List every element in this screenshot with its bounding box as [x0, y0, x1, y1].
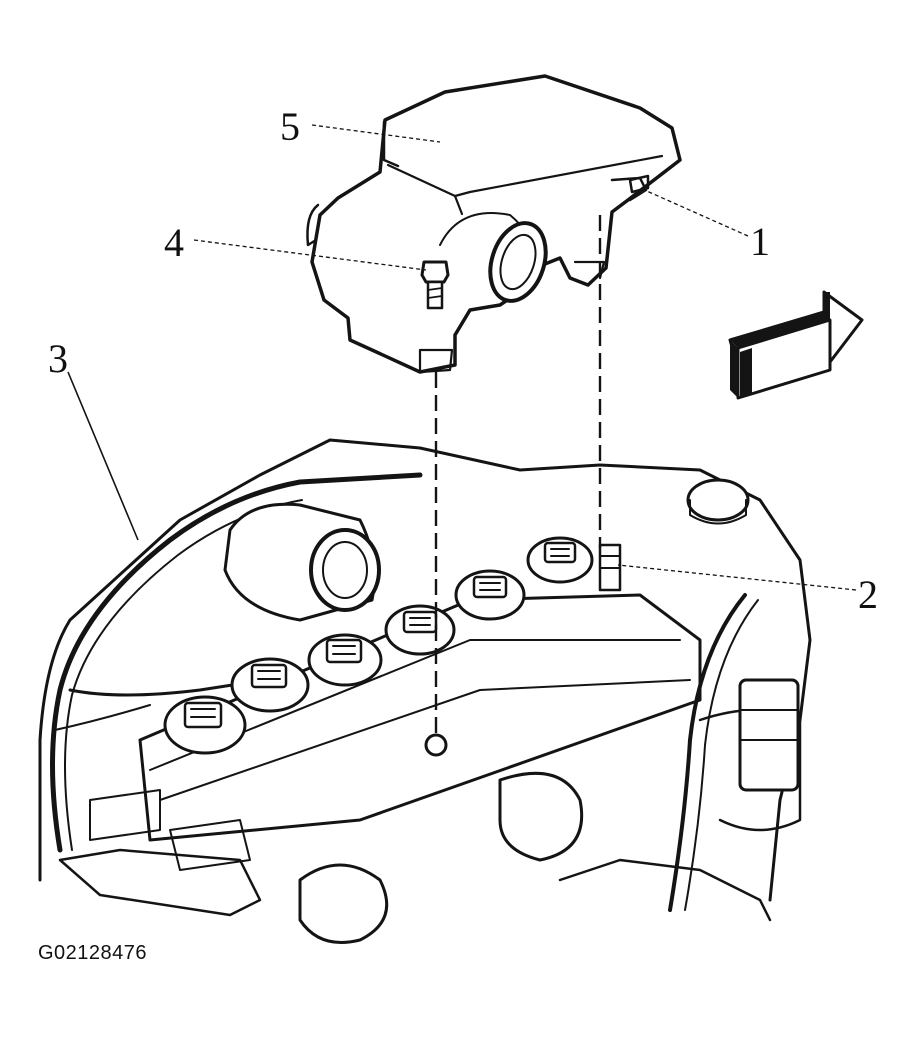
callout-5: 5: [280, 104, 300, 149]
oil-filler-cap: [686, 478, 750, 525]
engine-assembly: [38, 438, 812, 944]
right-arrow-icon: [728, 290, 864, 400]
figure-id-label: G02128476: [38, 942, 148, 964]
leader-lines: [67, 124, 857, 591]
stud-hole: [598, 543, 622, 592]
coil-pack-row: [163, 536, 594, 755]
mounting-stud: [628, 174, 650, 194]
callout-2: 2: [858, 572, 878, 617]
callout-4: 4: [164, 220, 184, 265]
engine-sight-shield: [306, 74, 682, 374]
alignment-lines: [434, 215, 602, 735]
callout-3: 3: [48, 336, 68, 381]
bolt: [420, 260, 450, 310]
callout-1: 1: [750, 219, 770, 264]
